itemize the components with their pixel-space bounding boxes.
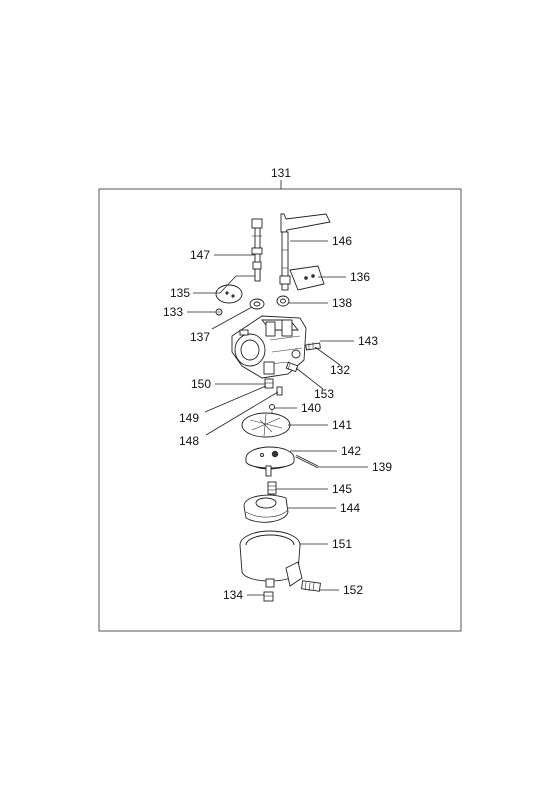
part-150-jet[interactable] — [264, 378, 274, 389]
callout-135[interactable]: 135 — [170, 286, 190, 300]
leader-149 — [204, 385, 267, 413]
callout-151[interactable]: 151 — [332, 537, 352, 551]
leader-135 — [193, 275, 255, 294]
callout-134[interactable]: 134 — [223, 588, 243, 602]
callout-152[interactable]: 152 — [343, 583, 363, 597]
callout-138[interactable]: 138 — [332, 296, 352, 310]
assembly-frame — [98, 188, 462, 632]
callout-136[interactable]: 136 — [350, 270, 370, 284]
callout-149[interactable]: 149 — [179, 411, 199, 425]
part-152-bolt[interactable] — [301, 580, 321, 592]
part-144-float[interactable] — [243, 494, 289, 523]
callout-140[interactable]: 140 — [301, 401, 321, 415]
part-137-seal[interactable] — [249, 298, 265, 310]
part-151-float-bowl[interactable] — [239, 530, 303, 588]
part-138-seal[interactable] — [276, 295, 290, 307]
callout-143[interactable]: 143 — [358, 334, 378, 348]
part-134-screw[interactable] — [263, 591, 274, 602]
callout-144[interactable]: 144 — [340, 501, 360, 515]
part-143-screw[interactable] — [305, 342, 321, 351]
part-carburetor-body[interactable] — [231, 315, 307, 379]
callout-141[interactable]: 141 — [332, 418, 352, 432]
callout-146[interactable]: 146 — [332, 234, 352, 248]
callout-148[interactable]: 148 — [179, 434, 199, 448]
callout-131[interactable]: 131 — [271, 166, 291, 180]
callout-132[interactable]: 132 — [330, 363, 350, 377]
callout-153[interactable]: 153 — [314, 387, 334, 401]
callout-133[interactable]: 133 — [163, 305, 183, 319]
callout-145[interactable]: 145 — [332, 482, 352, 496]
leader-153 — [295, 367, 324, 390]
part-147-throttle-shaft[interactable] — [251, 218, 263, 282]
callout-150[interactable]: 150 — [191, 377, 211, 391]
part-148-nozzle[interactable] — [276, 386, 283, 396]
part-142-float[interactable] — [245, 446, 295, 477]
callout-142[interactable]: 142 — [341, 444, 361, 458]
part-141-gasket[interactable] — [241, 412, 291, 438]
leader-137 — [211, 306, 253, 330]
leader-148 — [205, 391, 279, 436]
part-136-choke-plate[interactable] — [289, 265, 325, 291]
callout-139[interactable]: 139 — [372, 460, 392, 474]
part-133-screw[interactable] — [215, 308, 223, 316]
callout-147[interactable]: 147 — [190, 248, 210, 262]
part-139-float-pin[interactable] — [295, 454, 319, 469]
part-140-pin[interactable] — [269, 404, 275, 415]
leader-132 — [314, 346, 341, 366]
part-135-throttle-plate[interactable] — [215, 284, 243, 304]
part-146-choke-shaft[interactable] — [279, 213, 331, 291]
callout-137[interactable]: 137 — [190, 330, 210, 344]
